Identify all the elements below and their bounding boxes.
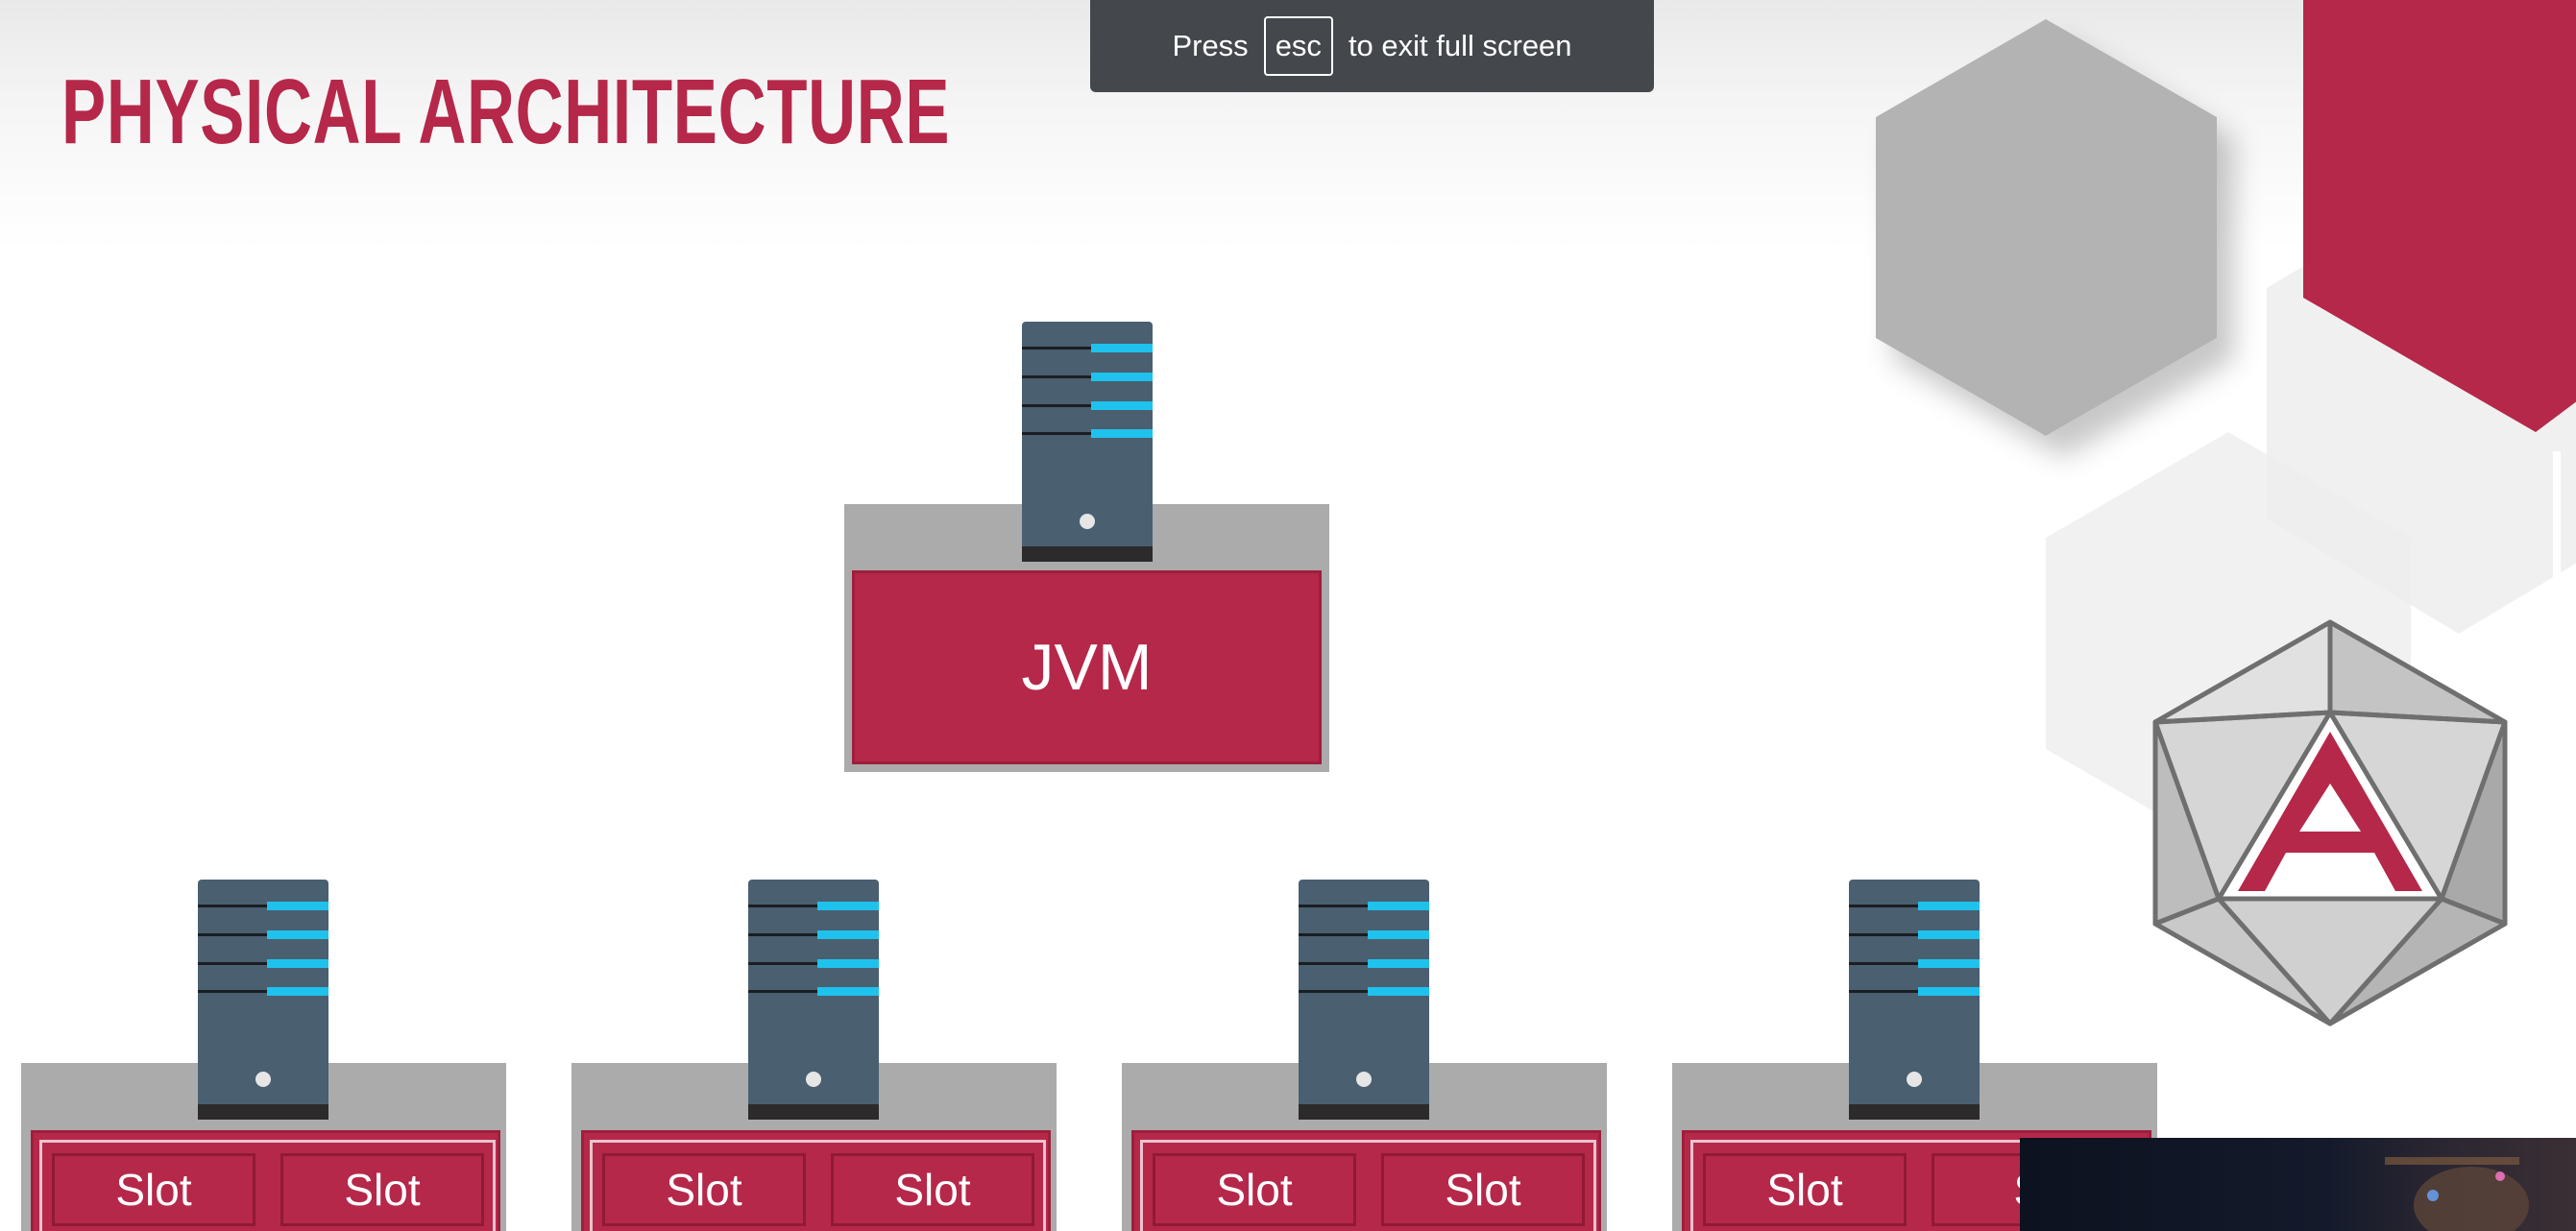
server-led <box>1091 401 1153 410</box>
server-led <box>817 987 879 996</box>
worker-container: Slot Slot <box>31 1130 500 1231</box>
server-led <box>267 930 328 939</box>
server-line <box>748 905 817 907</box>
video-thumbnail-scene <box>2385 1157 2529 1231</box>
server-led <box>817 930 879 939</box>
server-line <box>1299 933 1368 936</box>
server-base <box>1022 546 1153 562</box>
worker-server-icon <box>748 880 879 1120</box>
server-line <box>1849 905 1918 907</box>
server-led <box>1918 930 1980 939</box>
server-led <box>1918 959 1980 968</box>
server-line <box>748 962 817 965</box>
server-led <box>1368 987 1429 996</box>
server-line <box>198 933 267 936</box>
server-led <box>1091 373 1153 381</box>
worker-node-frame: Slot Slot <box>571 1063 1057 1231</box>
server-power-dot <box>1907 1072 1922 1087</box>
worker-inner-border: Slot Slot <box>1140 1140 1596 1231</box>
server-line <box>748 933 817 936</box>
server-line <box>1849 962 1918 965</box>
jvm-box: JVM <box>852 570 1322 764</box>
server-line <box>1849 990 1918 993</box>
master-server-icon <box>1022 322 1153 562</box>
server-led <box>1918 987 1980 996</box>
server-power-dot <box>806 1072 821 1087</box>
slot-box: Slot <box>280 1153 484 1226</box>
esc-key-badge[interactable]: esc <box>1263 16 1333 76</box>
logo-edge <box>2154 710 2331 725</box>
server-led <box>1368 930 1429 939</box>
worker-server-icon <box>198 880 328 1120</box>
thumbnail-light <box>2427 1190 2439 1201</box>
worker-container: Slot Slot <box>581 1130 1051 1231</box>
server-base <box>748 1104 879 1120</box>
server-line <box>1022 375 1091 378</box>
server-led <box>1091 429 1153 438</box>
slot-box: Slot <box>1381 1153 1585 1226</box>
server-led <box>1368 902 1429 910</box>
server-led <box>1918 902 1980 910</box>
video-thumbnail[interactable] <box>2020 1138 2576 1231</box>
server-base <box>1299 1104 1429 1120</box>
server-power-dot <box>255 1072 271 1087</box>
server-line <box>1299 905 1368 907</box>
logo-edge <box>2329 710 2506 725</box>
worker-inner-border: Slot Slot <box>39 1140 496 1231</box>
server-led <box>817 902 879 910</box>
slide-title: PHYSICAL ARCHITECTURE <box>61 60 951 163</box>
server-base <box>198 1104 328 1120</box>
server-led <box>1091 344 1153 352</box>
slot-box: Slot <box>52 1153 255 1226</box>
red-hexagon <box>2303 0 2576 432</box>
logo-letter-a-gap <box>2299 784 2361 832</box>
worker-node-frame: Slot Slot <box>1122 1063 1607 1231</box>
slot-box: Slot <box>1703 1153 1907 1226</box>
server-power-dot <box>1356 1072 1372 1087</box>
thumbnail-light <box>2495 1171 2505 1181</box>
server-line <box>198 962 267 965</box>
server-line <box>1022 432 1091 435</box>
slot-box: Slot <box>831 1153 1034 1226</box>
toast-prefix: Press <box>1172 29 1249 62</box>
server-line <box>198 905 267 907</box>
server-line <box>1299 962 1368 965</box>
worker-container: Slot Slot <box>1131 1130 1601 1231</box>
fullscreen-exit-toast: Press esc to exit full screen <box>1090 0 1654 92</box>
worker-server-icon <box>1849 880 1980 1120</box>
server-power-dot <box>1080 514 1095 529</box>
toast-suffix: to exit full screen <box>1348 29 1572 62</box>
thumbnail-figure <box>2414 1167 2529 1231</box>
server-led <box>1368 959 1429 968</box>
server-led <box>267 987 328 996</box>
server-line <box>1299 990 1368 993</box>
slot-box: Slot <box>1153 1153 1356 1226</box>
gray-hexagon <box>1876 19 2217 436</box>
server-line <box>198 990 267 993</box>
worker-inner-border: Slot Slot <box>590 1140 1046 1231</box>
worker-server-icon <box>1299 880 1429 1120</box>
server-led <box>817 959 879 968</box>
slot-box: Slot <box>602 1153 806 1226</box>
server-line <box>748 990 817 993</box>
logo-facet <box>2152 619 2333 725</box>
server-led <box>267 959 328 968</box>
server-base <box>1849 1104 1980 1120</box>
server-line <box>1022 404 1091 407</box>
thumbnail-object <box>2385 1157 2519 1165</box>
logo-facet <box>2327 619 2508 725</box>
jvm-label: JVM <box>1021 631 1153 704</box>
server-line <box>1022 347 1091 350</box>
server-line <box>1849 933 1918 936</box>
server-led <box>267 902 328 910</box>
